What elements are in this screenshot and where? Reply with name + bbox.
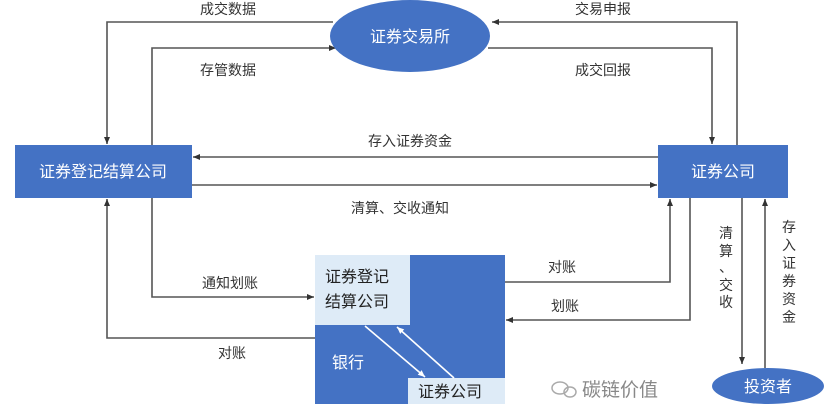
label-deposit-funds: 存入证券资金 xyxy=(368,134,452,150)
label-trade-data: 成交数据 xyxy=(200,1,256,18)
watermark: 碳链价值 xyxy=(551,379,658,401)
label-reconcile-left: 对账 xyxy=(218,346,246,362)
label-transfer-notice: 通知划账 xyxy=(202,275,258,292)
label-reconcile-right: 对账 xyxy=(548,260,576,276)
broker-node xyxy=(658,145,788,198)
exchange-label: 证券交易所 xyxy=(370,27,450,46)
exchange-node xyxy=(330,0,490,72)
bank-clearing-account xyxy=(315,255,410,325)
svg-text:、: 、 xyxy=(719,260,733,276)
svg-text:存: 存 xyxy=(782,220,796,236)
bank-broker-label: 证券公司 xyxy=(418,382,482,401)
broker-label: 证券公司 xyxy=(691,162,755,181)
svg-text:证: 证 xyxy=(782,256,796,272)
edge-transfer-notice xyxy=(151,198,314,300)
svg-text:交: 交 xyxy=(719,277,733,294)
svg-text:算: 算 xyxy=(719,244,733,260)
investor-node xyxy=(712,368,824,404)
edge-trade-report xyxy=(492,19,738,145)
svg-text:入: 入 xyxy=(782,238,796,254)
label-custody-data: 存管数据 xyxy=(200,63,256,79)
bank-clearing-label-1: 证券登记 xyxy=(325,267,389,286)
bank-broker-account xyxy=(408,378,505,404)
edge-transfer xyxy=(506,198,691,323)
bank-transfer-up xyxy=(396,326,455,379)
label-settlement-notice: 清算、交收通知 xyxy=(351,200,449,217)
svg-text:收: 收 xyxy=(719,295,733,311)
svg-text:清: 清 xyxy=(719,226,733,242)
label-deposit-vertical: 存 入 证 券 资 金 xyxy=(782,220,796,326)
svg-text:券: 券 xyxy=(782,274,796,290)
edge-reconcile-left xyxy=(104,199,315,339)
svg-text:资: 资 xyxy=(782,292,796,308)
edge-custody-data xyxy=(151,45,336,145)
edge-trade-return xyxy=(488,47,715,144)
wechat-icon xyxy=(551,381,577,398)
clearing-node xyxy=(15,145,192,198)
edge-reconcile-right xyxy=(505,199,673,283)
label-trade-return: 成交回报 xyxy=(575,62,631,79)
bank-transfer-down xyxy=(364,325,426,378)
clearing-label: 证券登记结算公司 xyxy=(39,162,167,181)
label-settle-vertical: 清 算 、 交 收 xyxy=(719,226,733,311)
svg-text:金: 金 xyxy=(782,310,796,326)
watermark-text: 碳链价值 xyxy=(582,379,658,401)
label-trade-report: 交易申报 xyxy=(575,1,631,18)
investor-label: 投资者 xyxy=(744,377,792,396)
label-transfer: 划账 xyxy=(551,299,579,315)
edge-trade-data xyxy=(104,21,333,144)
bank-clearing-label-2: 结算公司 xyxy=(325,292,389,311)
bank-label: 银行 xyxy=(332,353,364,372)
